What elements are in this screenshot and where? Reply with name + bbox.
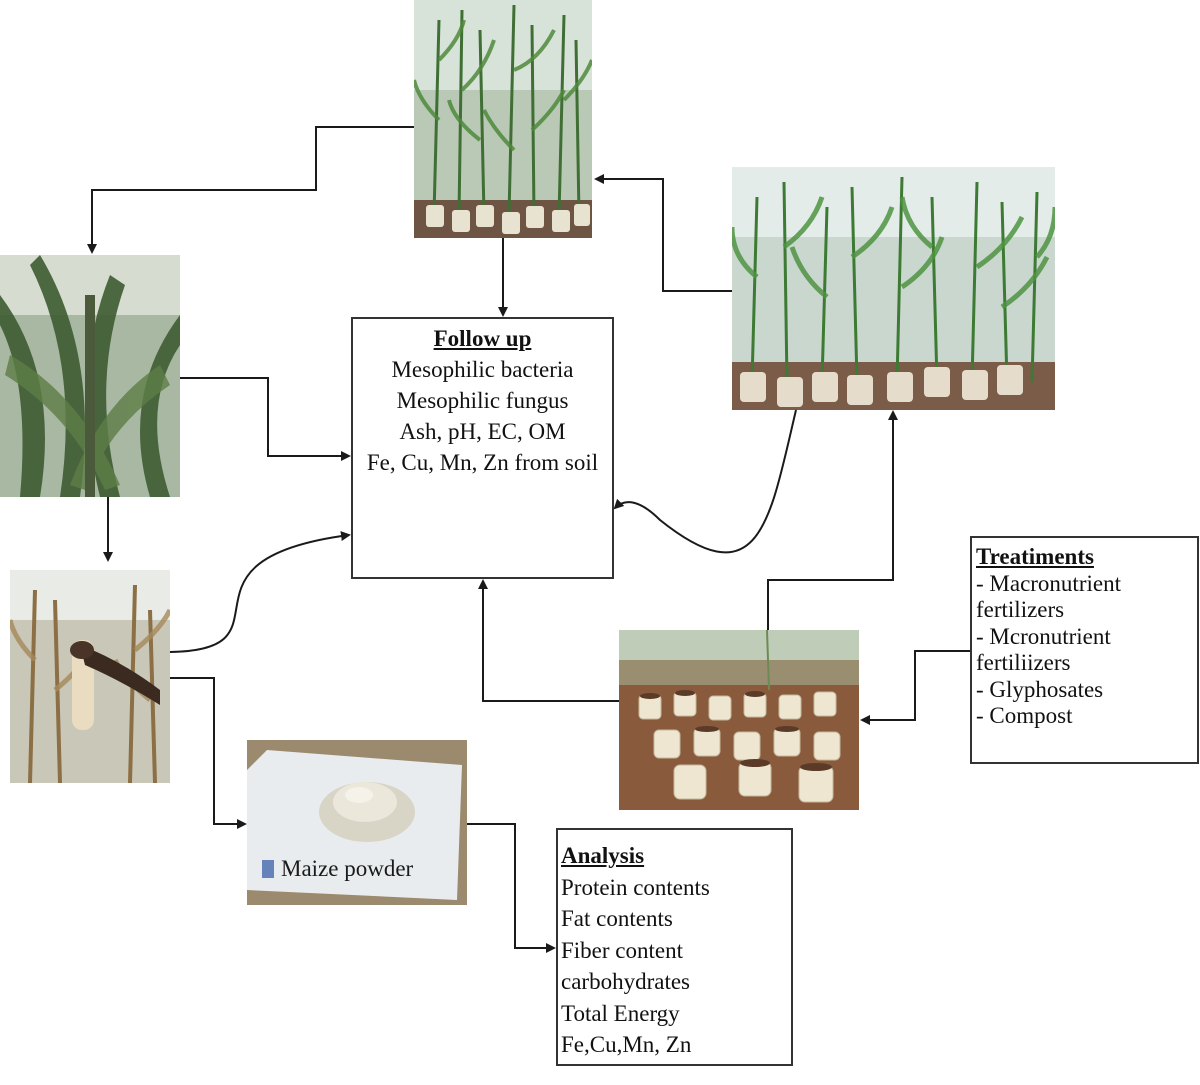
photo-mature-maize-pots: [414, 0, 592, 238]
treatments-item: - Macronutrient: [976, 570, 1121, 596]
arrow-top-to-leaves: [87, 126, 414, 254]
arrow-leaves-to-followup: [180, 377, 351, 461]
photo-maize-leaves-closeup: [0, 255, 180, 497]
treatments-item: fertiliizers: [976, 650, 1071, 675]
treatments-title: Treatiments: [976, 544, 1094, 569]
analysis-item: Fiber content: [561, 937, 683, 963]
analysis-item: Fe,Cu,Mn, Zn: [561, 1032, 692, 1057]
maize-powder-caption: Maize powder: [281, 856, 414, 881]
arrow-powder-to-analysis: [467, 823, 556, 953]
analysis-item: Protein contents: [561, 874, 710, 900]
photo-maize-harvest: [10, 570, 170, 783]
arrow-seedlings-to-followup: [478, 579, 619, 702]
treatments-box: Treatiments - Macronutrient fertilizers …: [970, 536, 1199, 764]
analysis-item: carbohydrates: [561, 969, 690, 994]
analysis-item: Fat contents: [561, 906, 673, 931]
treatments-item: - Compost: [976, 703, 1073, 728]
label-sticker-icon: [262, 860, 274, 878]
arrow-potted-to-followup: [613, 409, 797, 554]
analysis-item: Total Energy: [561, 1000, 680, 1026]
follow-up-item: Mesophilic fungus: [396, 388, 569, 413]
photo-maize-powder: Maize powder: [247, 740, 467, 905]
photo-seedling-pots: [619, 630, 859, 810]
treatments-item: - Glyphosates: [976, 676, 1104, 702]
follow-up-item: Ash, pH, EC, OM: [399, 419, 566, 444]
arrow-seedlings-to-potted: [767, 410, 898, 630]
arrow-harvest-to-followup: [169, 531, 351, 653]
analysis-box: Analysis Protein contents Fat contents F…: [556, 828, 793, 1066]
analysis-title: Analysis: [561, 843, 645, 868]
treatments-item: - Mcronutrient: [976, 623, 1111, 649]
follow-up-title: Follow up: [433, 326, 532, 351]
arrow-potted-to-top: [594, 174, 732, 292]
follow-up-item: Mesophilic bacteria: [391, 357, 574, 382]
arrow-harvest-to-powder: [170, 677, 247, 829]
follow-up-box: Follow up Mesophilic bacteria Mesophilic…: [351, 317, 614, 579]
treatments-item: fertilizers: [976, 597, 1065, 622]
arrow-treatments-to-seedlings: [860, 650, 970, 725]
follow-up-item: Fe, Cu, Mn, Zn from soil: [366, 450, 599, 475]
photo-potted-maize-greenhouse: [732, 167, 1055, 410]
